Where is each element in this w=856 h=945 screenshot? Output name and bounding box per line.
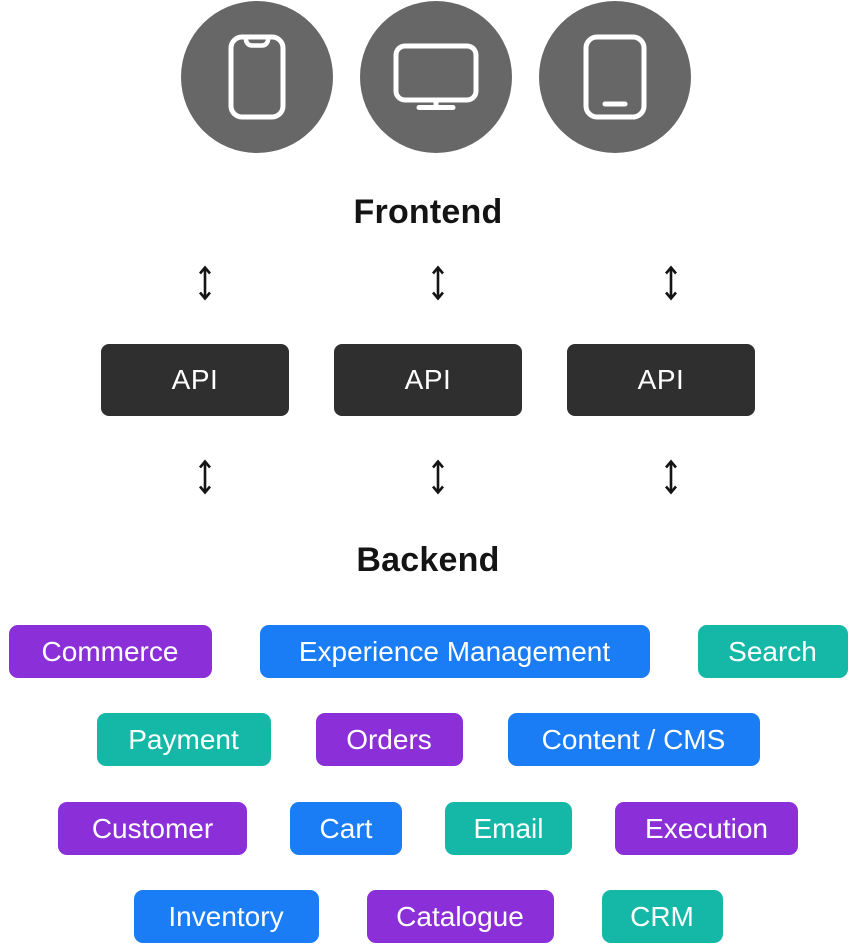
services-row-4: Inventory Catalogue CRM bbox=[0, 890, 856, 943]
services-row-3: Customer Cart Email Execution bbox=[0, 802, 856, 855]
double-arrow-icon bbox=[577, 458, 765, 496]
api-box: API bbox=[334, 344, 522, 416]
double-arrow-icon bbox=[344, 264, 532, 302]
service-pill-experience-management: Experience Management bbox=[259, 625, 650, 678]
double-arrow-icon bbox=[111, 458, 299, 496]
api-backend-arrows bbox=[10, 458, 856, 496]
service-pill-search: Search bbox=[697, 625, 848, 678]
tablet-icon bbox=[583, 34, 647, 120]
frontend-devices-row bbox=[8, 1, 856, 153]
service-pill-payment: Payment bbox=[96, 713, 271, 766]
smartphone-circle bbox=[181, 1, 333, 153]
desktop-monitor-icon bbox=[393, 43, 479, 111]
api-layer-row: API API API bbox=[0, 344, 856, 416]
service-pill-cart: Cart bbox=[290, 802, 402, 855]
api-box: API bbox=[567, 344, 755, 416]
services-row-2: Payment Orders Content / CMS bbox=[0, 713, 856, 766]
service-pill-customer: Customer bbox=[58, 802, 247, 855]
service-pill-crm: CRM bbox=[601, 890, 723, 943]
service-pill-inventory: Inventory bbox=[133, 890, 319, 943]
double-arrow-icon bbox=[577, 264, 765, 302]
service-pill-email: Email bbox=[445, 802, 572, 855]
double-arrow-icon bbox=[344, 458, 532, 496]
backend-label: Backend bbox=[356, 541, 500, 579]
service-pill-orders: Orders bbox=[315, 713, 463, 766]
smartphone-icon bbox=[228, 34, 286, 120]
service-pill-commerce: Commerce bbox=[8, 625, 212, 678]
frontend-api-arrows bbox=[10, 264, 856, 302]
frontend-label: Frontend bbox=[353, 193, 503, 231]
service-pill-catalogue: Catalogue bbox=[366, 890, 554, 943]
tablet-circle bbox=[539, 1, 691, 153]
api-box: API bbox=[101, 344, 289, 416]
service-pill-content-cms: Content / CMS bbox=[507, 713, 760, 766]
desktop-circle bbox=[360, 1, 512, 153]
double-arrow-icon bbox=[111, 264, 299, 302]
services-row-1: Commerce Experience Management Search bbox=[0, 625, 856, 678]
service-pill-execution: Execution bbox=[615, 802, 798, 855]
